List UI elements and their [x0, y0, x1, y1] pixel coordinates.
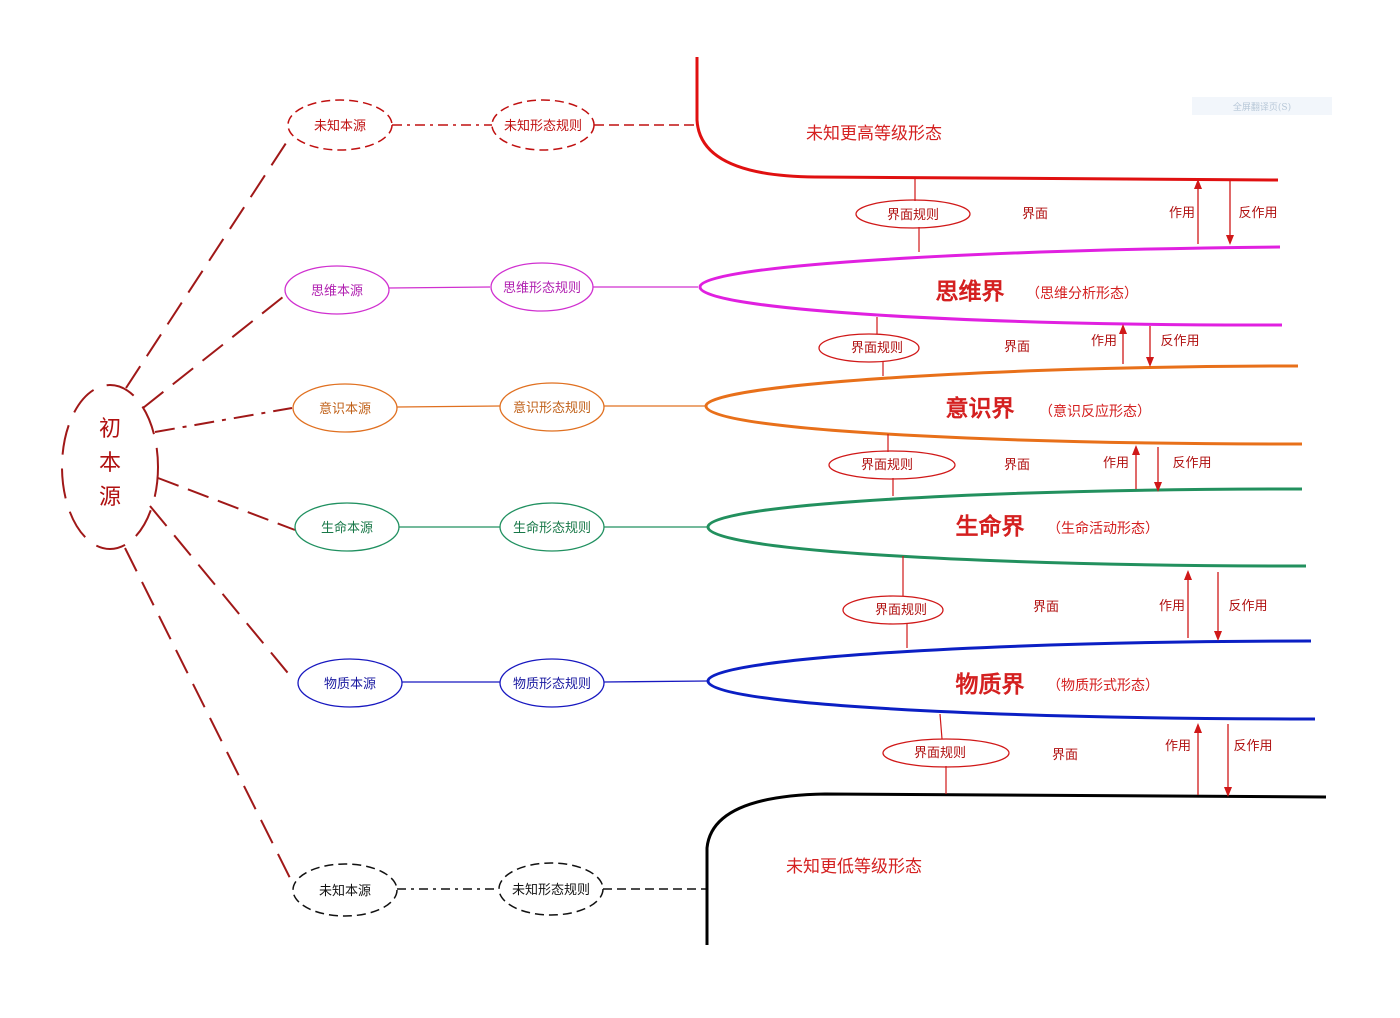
realm-thinking: 思维界 （思维分析形态）	[698, 245, 1283, 327]
root-char-2: 本	[99, 451, 121, 476]
interface-zone-4	[842, 556, 1222, 648]
watermark-text: 全屏翻译页(S)	[1233, 101, 1291, 113]
branch-unknown-high	[125, 139, 289, 389]
root-node: 初 本 源	[61, 384, 159, 550]
interface-label: 界面	[1033, 600, 1059, 615]
source-label: 生命本源	[321, 520, 373, 536]
root-char-1: 初	[99, 417, 121, 442]
action-label: 作用	[1091, 334, 1117, 349]
source-label: 意识本源	[319, 401, 371, 417]
source-label: 思维本源	[311, 284, 363, 299]
branch-unknown-low	[124, 547, 293, 883]
root-char-3: 源	[99, 485, 121, 510]
interface-rule-label: 界面规则	[861, 458, 913, 473]
reaction-label: 反作用	[1238, 206, 1277, 221]
realm-name: 生命界	[956, 513, 1025, 540]
interface-rule-label: 界面规则	[875, 603, 927, 618]
root-branches	[124, 139, 296, 883]
source-row-life: 生命本源 生命形态规则	[294, 502, 708, 552]
unknown-high-boundary: 未知更高等级形态	[695, 57, 1279, 182]
realm-subtitle: （生命活动形态）	[1047, 520, 1159, 537]
interface-label: 界面	[1004, 340, 1030, 355]
reaction-label: 反作用	[1233, 739, 1272, 754]
interface-zone-5	[882, 713, 1232, 797]
unknown-low-label: 未知更低等级形态	[786, 857, 922, 877]
rule-label: 未知形态规则	[512, 882, 590, 898]
realm-matter: 物质界 （物质形式形态）	[706, 639, 1316, 721]
unknown-high-label: 未知更高等级形态	[806, 124, 942, 144]
action-label: 作用	[1169, 206, 1195, 221]
action-label: 作用	[1103, 456, 1129, 471]
realm-subtitle: （物质形式形态）	[1047, 678, 1159, 694]
interface-zone-1	[855, 179, 1234, 252]
source-row-thinking: 思维本源 思维形态规则	[284, 262, 698, 315]
branch-thinking	[142, 292, 289, 409]
action-label: 作用	[1165, 739, 1191, 754]
interface-label: 界面	[1022, 207, 1048, 222]
rule-label: 思维形态规则	[503, 281, 581, 296]
source-row-matter: 物质本源 物质形态规则	[297, 658, 709, 708]
source-row-consciousness: 意识本源 意识形态规则	[292, 382, 705, 433]
rule-label: 生命形态规则	[513, 520, 591, 536]
interface-zone-2	[818, 317, 1154, 376]
realm-subtitle: （意识反应形态）	[1039, 403, 1151, 420]
source-label: 物质本源	[324, 677, 376, 692]
realm-name: 意识界	[946, 395, 1015, 422]
realm-subtitle: （思维分析形态）	[1026, 286, 1138, 302]
branch-consciousness	[154, 407, 293, 433]
interface-rule-label: 界面规则	[914, 746, 966, 761]
reaction-label: 反作用	[1160, 334, 1199, 349]
interface-rule-label: 界面规则	[851, 341, 903, 356]
unknown-low-boundary: 未知更低等级形态	[705, 792, 1327, 945]
reaction-label: 反作用	[1228, 599, 1267, 614]
rule-label: 未知形态规则	[504, 118, 582, 134]
rule-label: 物质形态规则	[513, 677, 591, 692]
source-row-unknown-low: 未知本源 未知形态规则	[292, 862, 708, 917]
interface-label: 界面	[1004, 458, 1030, 473]
interface-zone-3	[828, 434, 1162, 496]
interface-rule-label: 界面规则	[887, 208, 939, 223]
realm-life: 生命界 （生命活动形态）	[706, 487, 1307, 568]
source-label: 未知本源	[314, 118, 366, 134]
source-row-unknown-high: 未知本源 未知形态规则	[287, 99, 697, 151]
reaction-label: 反作用	[1172, 456, 1211, 471]
branch-matter	[149, 505, 293, 679]
realm-consciousness: 意识界 （意识反应形态）	[704, 364, 1303, 446]
action-label: 作用	[1159, 599, 1185, 614]
rule-label: 意识形态规则	[513, 400, 591, 416]
realm-name: 物质界	[956, 671, 1025, 698]
watermark: 全屏翻译页(S)	[1192, 97, 1332, 115]
realm-name: 思维界	[936, 278, 1005, 305]
branch-life	[157, 477, 296, 531]
interface-label: 界面	[1052, 748, 1078, 763]
source-label: 未知本源	[319, 883, 371, 899]
